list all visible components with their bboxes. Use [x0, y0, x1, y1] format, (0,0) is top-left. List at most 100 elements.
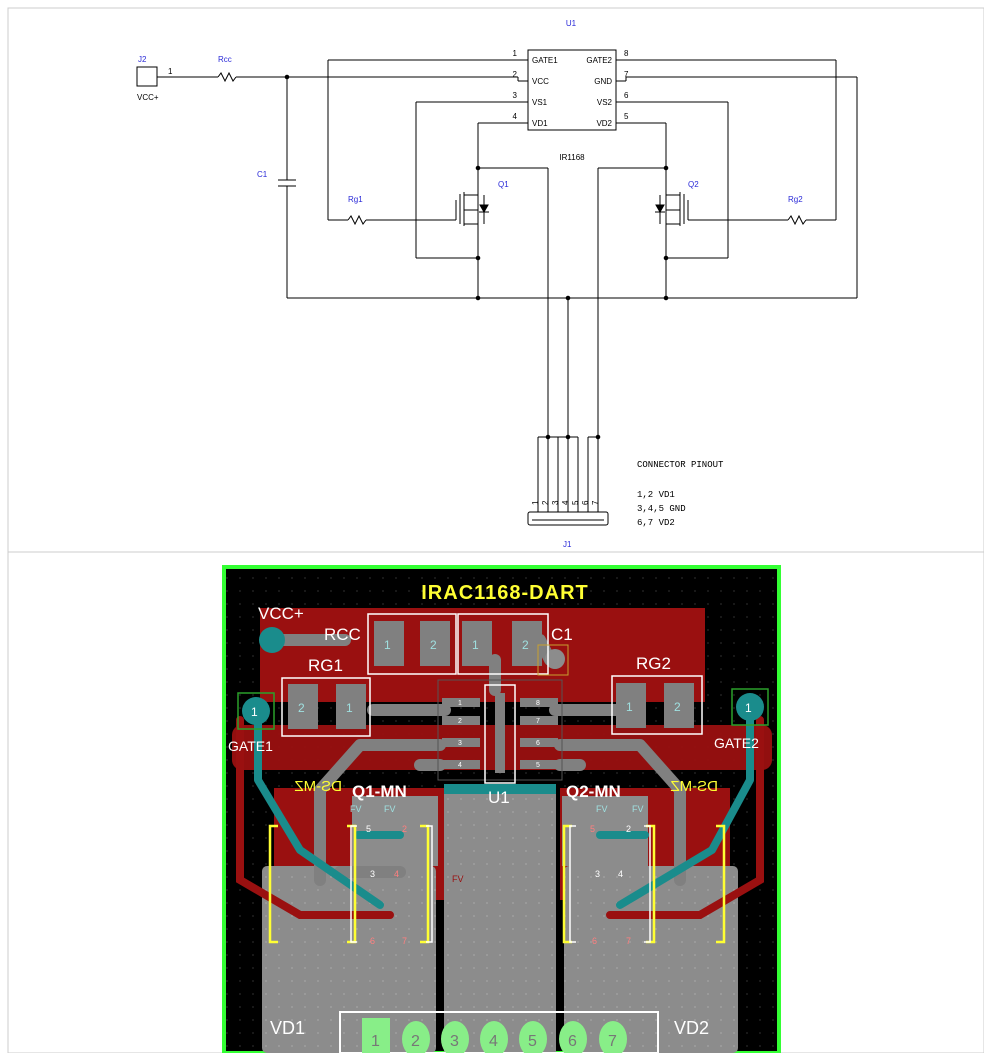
- j1-ref: J1: [563, 540, 572, 549]
- q1-pad-2: 2: [402, 824, 407, 834]
- rcc-pad-2: 2: [430, 638, 437, 652]
- pinout-line-3: 6,7 VD2: [637, 518, 675, 528]
- rcc-pad-1: 1: [384, 638, 391, 652]
- u1-pin-2-num: 2: [513, 70, 518, 79]
- gate1-pad-num: 1: [251, 705, 258, 719]
- u1-pin-4-num: 4: [513, 112, 518, 121]
- c1-footprint[interactable]: [457, 613, 549, 675]
- q2-pad-6: 6: [592, 936, 597, 946]
- u1-pin-7-name: GND: [594, 77, 612, 86]
- j1-pad-1[interactable]: [362, 1018, 390, 1053]
- rg2-pad-2: 2: [674, 700, 681, 714]
- rg2-ref: Rg2: [788, 195, 803, 204]
- pcb-gate1-label: GATE1: [228, 738, 273, 754]
- board-outline: [222, 565, 781, 1053]
- rcc-footprint[interactable]: [367, 613, 457, 675]
- q1-ref: Q1: [498, 180, 509, 189]
- pcb-mirror-right: DS-MZ: [671, 778, 719, 795]
- q2-pad-7: 7: [626, 936, 631, 946]
- j1-pin-2: 2: [541, 500, 550, 505]
- j2-ref: J2: [138, 55, 147, 64]
- rg2-resistor[interactable]: [787, 214, 807, 226]
- q2-ref: Q2: [688, 180, 699, 189]
- pinout-title: CONNECTOR PINOUT: [637, 460, 724, 470]
- rg1-resistor[interactable]: [347, 214, 367, 226]
- c1-ref: C1: [257, 170, 268, 179]
- u1-pad-2: 2: [458, 718, 462, 725]
- j1-connector[interactable]: [527, 434, 609, 526]
- fv-label: FV: [632, 804, 644, 814]
- j1-pad-4[interactable]: [480, 1021, 508, 1053]
- u1-pin-8-name: GATE2: [586, 56, 612, 65]
- q2-mosfet[interactable]: [655, 192, 685, 226]
- j1-pad-num-3: 3: [450, 1033, 459, 1050]
- u1-pad-4: 4: [458, 762, 462, 769]
- vcc-pad[interactable]: [259, 627, 285, 653]
- j1-pad-3[interactable]: [441, 1021, 469, 1053]
- schematic-panel: U1 IR1168 1 GATE1 2 VCC 3 VS1 4 VD1 8 GA…: [136, 19, 858, 549]
- pcb-panel: IRAC1168-DART VCC+ RCC C1 RG1 RG2 GATE1 …: [222, 565, 781, 1053]
- j1-pad-7[interactable]: [599, 1021, 627, 1053]
- j1-pad-num-6: 6: [568, 1033, 577, 1050]
- pinout-line-1: 1,2 VD1: [637, 490, 675, 500]
- u1-pin-7-num: 7: [624, 70, 629, 79]
- j1-pad-num-5: 5: [528, 1033, 537, 1050]
- u1-pad-8: 8: [536, 700, 540, 707]
- pcb-gate2-label: GATE2: [714, 735, 759, 751]
- c1-pad-1: 1: [472, 638, 479, 652]
- pinout-line-2: 3,4,5 GND: [637, 504, 686, 514]
- j1-pad-6[interactable]: [559, 1021, 587, 1053]
- u1-part: IR1168: [559, 153, 585, 162]
- q1-pad-3: 3: [370, 869, 375, 879]
- pcb-mirror-left: DS-MZ: [295, 778, 343, 795]
- u1-footprint[interactable]: [484, 684, 516, 784]
- u1-pin-8-num: 8: [624, 49, 629, 58]
- u1-body[interactable]: [527, 49, 617, 131]
- rg1-pad-2: 2: [298, 701, 305, 715]
- u1-pin-6-num: 6: [624, 91, 629, 100]
- gate2-pad[interactable]: [736, 693, 764, 721]
- q2-pad-4: 4: [618, 869, 623, 879]
- u1-pin-3-num: 3: [513, 91, 518, 100]
- rg1-ref: Rg1: [348, 195, 363, 204]
- u1-pad-6: 6: [536, 740, 540, 747]
- u1-pad-5: 5: [536, 762, 540, 769]
- j1-pin-3: 3: [551, 500, 560, 505]
- fv-label: FV: [452, 874, 464, 884]
- u1-pin-4-name: VD1: [532, 119, 548, 128]
- board-title: IRAC1168-DART: [421, 582, 588, 604]
- pcb-q1-label: Q1-MN: [352, 782, 407, 801]
- j1-pad-num-4: 4: [489, 1033, 498, 1050]
- rg2-footprint[interactable]: [611, 675, 703, 735]
- pcb-rcc-label: RCC: [324, 625, 361, 644]
- q2-pad-2: 2: [626, 824, 631, 834]
- q1-pad-6: 6: [370, 936, 375, 946]
- q2-pad-3: 3: [595, 869, 600, 879]
- q1-mosfet[interactable]: [459, 192, 489, 226]
- pcb-c1-label: C1: [551, 625, 573, 644]
- j1-pin-4: 4: [561, 500, 570, 505]
- j1-pad-num-2: 2: [411, 1033, 420, 1050]
- fv-label: FV: [596, 804, 608, 814]
- j1-pad-num-1: 1: [371, 1033, 380, 1050]
- gate1-pad[interactable]: [242, 697, 270, 725]
- u1-pin-6-name: VS2: [597, 98, 613, 107]
- pcb-q2-label: Q2-MN: [566, 782, 621, 801]
- u1-pin-1-name: GATE1: [532, 56, 558, 65]
- u1-pin-5-num: 5: [624, 112, 629, 121]
- pcb-rg1-label: RG1: [308, 656, 343, 675]
- j1-pad-5[interactable]: [519, 1021, 547, 1053]
- q1-pad-5: 5: [366, 824, 371, 834]
- u1-pad-1: 1: [458, 700, 462, 707]
- u1-pad-3: 3: [458, 740, 462, 747]
- rg1-footprint[interactable]: [281, 677, 371, 737]
- j1-pad-2[interactable]: [402, 1021, 430, 1053]
- q2-pad-5: 5: [590, 824, 595, 834]
- j2-pin: 1: [168, 67, 173, 76]
- pcb-vcc-label: VCC+: [258, 604, 304, 623]
- u1-pin-3-name: VS1: [532, 98, 548, 107]
- fv-label: FV: [350, 804, 362, 814]
- q1-pad-4: 4: [394, 869, 399, 879]
- rcc-resistor[interactable]: [217, 71, 237, 83]
